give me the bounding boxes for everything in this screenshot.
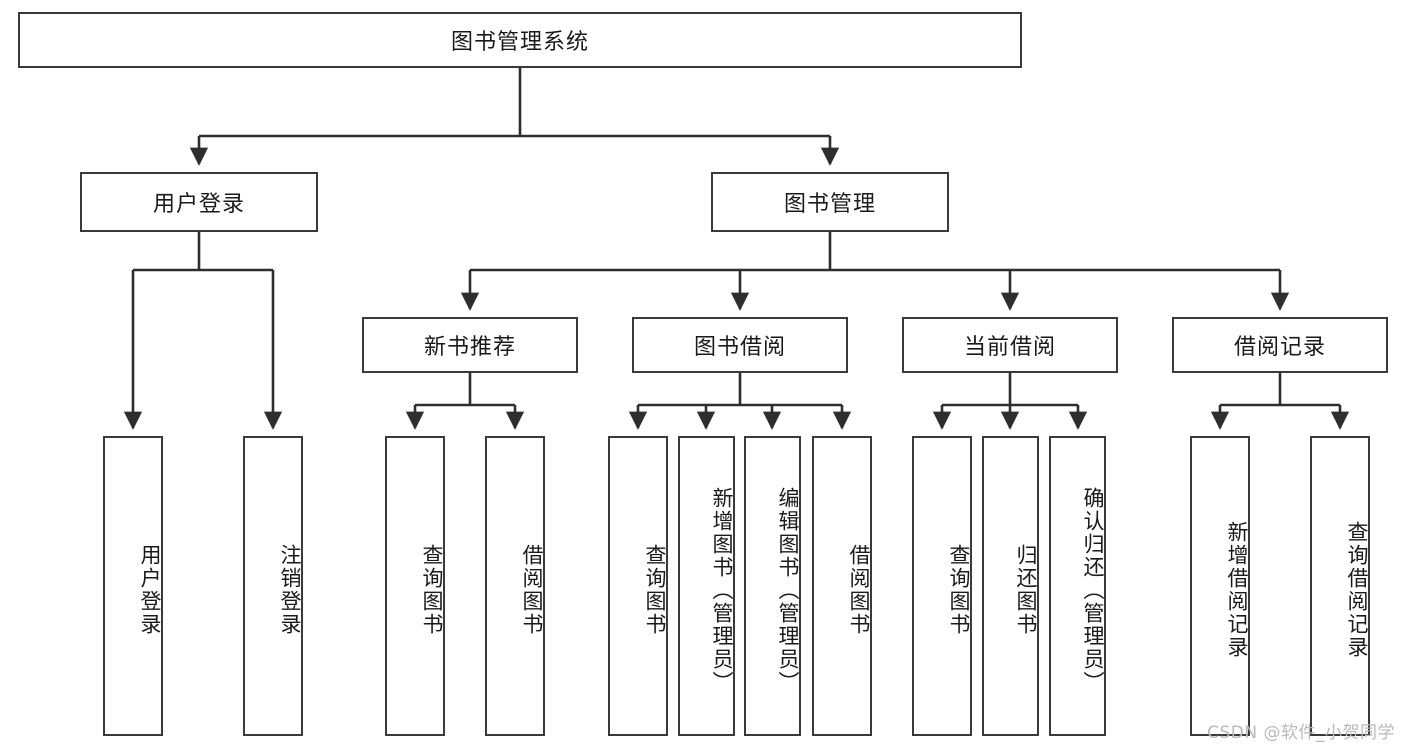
- node-leaf-edit-book-label: 编辑图书（管理员）: [776, 486, 800, 694]
- node-leaf-borrow-book-recommend-label: 借阅图书: [520, 544, 544, 636]
- node-new-book-recommend-label: 新书推荐: [423, 335, 516, 360]
- node-borrow-record-label: 借阅记录: [1233, 335, 1326, 360]
- node-leaf-user-logout[interactable]: 注销登录: [243, 436, 303, 736]
- node-leaf-query-borrow-record-label: 查询借阅记录: [1345, 521, 1369, 659]
- node-leaf-query-borrow-record[interactable]: 查询借阅记录: [1310, 436, 1370, 736]
- node-leaf-confirm-return-label: 确认归还（管理员）: [1081, 486, 1105, 694]
- node-leaf-add-book-label: 新增图书（管理员）: [710, 486, 734, 694]
- node-user-login-label: 用户登录: [152, 192, 245, 217]
- node-leaf-query-book-recommend[interactable]: 查询图书: [385, 436, 445, 736]
- node-root[interactable]: 图书管理系统: [18, 12, 1022, 68]
- node-leaf-borrow-book-label: 借阅图书: [847, 544, 871, 636]
- node-leaf-query-book-borrow[interactable]: 查询图书: [608, 436, 668, 736]
- node-leaf-user-login[interactable]: 用户登录: [103, 436, 163, 736]
- node-leaf-user-logout-label: 注销登录: [278, 544, 302, 636]
- node-leaf-user-login-label: 用户登录: [138, 544, 162, 636]
- node-leaf-add-borrow-record-label: 新增借阅记录: [1225, 521, 1249, 659]
- node-leaf-query-book-current[interactable]: 查询图书: [912, 436, 972, 736]
- node-leaf-return-book[interactable]: 归还图书: [982, 436, 1039, 736]
- node-leaf-query-book-recommend-label: 查询图书: [420, 544, 444, 636]
- node-book-manage-label: 图书管理: [783, 192, 876, 217]
- node-leaf-query-book-current-label: 查询图书: [947, 544, 971, 636]
- node-borrow-record[interactable]: 借阅记录: [1172, 317, 1388, 373]
- node-leaf-borrow-book[interactable]: 借阅图书: [812, 436, 872, 736]
- node-current-borrow[interactable]: 当前借阅: [902, 317, 1118, 373]
- node-leaf-add-book[interactable]: 新增图书（管理员）: [678, 436, 735, 736]
- node-new-book-recommend[interactable]: 新书推荐: [362, 317, 578, 373]
- node-book-manage[interactable]: 图书管理: [711, 172, 949, 232]
- csdn-watermark: CSDN @软件_小贺同学: [1207, 723, 1395, 743]
- node-leaf-add-borrow-record[interactable]: 新增借阅记录: [1190, 436, 1250, 736]
- node-leaf-confirm-return[interactable]: 确认归还（管理员）: [1049, 436, 1106, 736]
- node-leaf-borrow-book-recommend[interactable]: 借阅图书: [485, 436, 545, 736]
- node-book-borrow-label: 图书借阅: [693, 335, 786, 360]
- node-leaf-edit-book[interactable]: 编辑图书（管理员）: [744, 436, 801, 736]
- node-leaf-query-book-borrow-label: 查询图书: [643, 544, 667, 636]
- node-root-label: 图书管理系统: [450, 30, 589, 55]
- node-leaf-return-book-label: 归还图书: [1014, 544, 1038, 636]
- node-current-borrow-label: 当前借阅: [963, 335, 1056, 360]
- node-book-borrow[interactable]: 图书借阅: [632, 317, 848, 373]
- node-user-login[interactable]: 用户登录: [80, 172, 318, 232]
